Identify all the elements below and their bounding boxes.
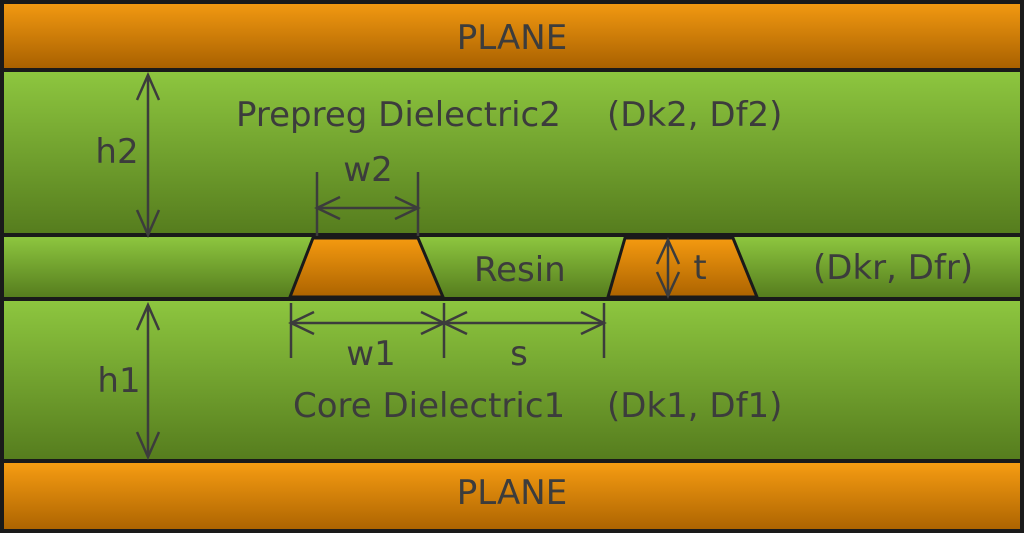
h2-dimension-label: h2 xyxy=(95,132,139,172)
core-layer-label: Core Dielectric1 xyxy=(293,386,566,426)
layer-boundary xyxy=(0,297,1024,301)
t-dimension-label: t xyxy=(693,248,707,288)
layer-boundary xyxy=(0,459,1024,463)
prepreg-layer-label: Prepreg Dielectric2 xyxy=(236,95,561,135)
core-layer xyxy=(0,301,1024,459)
signal-trace-left xyxy=(287,236,446,299)
w1-dimension-label: w1 xyxy=(346,334,396,374)
core-params-label: (Dk1, Df1) xyxy=(607,386,783,426)
h1-dimension-label: h1 xyxy=(97,361,141,401)
plane-top-label: PLANE xyxy=(456,18,568,58)
resin-layer-label: Resin xyxy=(474,250,566,290)
t-dimension-arrow xyxy=(655,236,681,300)
resin-layer xyxy=(0,237,1024,297)
plane-bottom-layer xyxy=(0,463,1024,533)
prepreg-params-label: (Dk2, Df2) xyxy=(607,95,783,135)
w1-s-dimension-arrows xyxy=(288,303,607,358)
layer-boundary xyxy=(0,68,1024,72)
w2-dimension-label: w2 xyxy=(343,150,393,190)
h1-dimension-arrow xyxy=(135,301,161,461)
prepreg-layer xyxy=(0,72,1024,233)
h2-dimension-arrow xyxy=(135,71,161,239)
layer-boundary xyxy=(0,233,1024,237)
s-dimension-label: s xyxy=(510,334,528,374)
resin-params-label: (Dkr, Dfr) xyxy=(813,248,974,288)
plane-top-layer xyxy=(0,0,1024,68)
signal-trace-right xyxy=(606,236,760,299)
w2-dimension-arrow xyxy=(314,172,421,236)
plane-bottom-label: PLANE xyxy=(456,473,568,513)
